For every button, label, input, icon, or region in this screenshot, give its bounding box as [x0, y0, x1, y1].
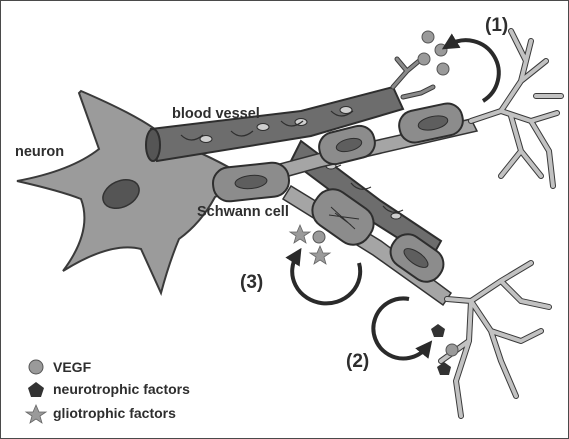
- vegf-particle: [436, 62, 450, 76]
- label-blood-vessel: blood vessel: [172, 106, 260, 122]
- vegf-particle: [445, 343, 459, 357]
- legend: VEGF neurotrophic factors gliotrophic fa…: [24, 359, 190, 424]
- vessel-opening: [145, 128, 161, 162]
- axon-lower: [281, 184, 453, 307]
- secretion-arrow-1: [441, 33, 501, 103]
- factors-group-3: [285, 223, 363, 306]
- legend-gliotrophic-star: [24, 403, 48, 424]
- growth-cone-upper: [468, 28, 564, 189]
- vegf-particle: [417, 52, 431, 66]
- neuron-nucleus: [102, 178, 140, 210]
- vegf-particle: [421, 30, 435, 44]
- legend-gliotrophic-label: gliotrophic factors: [53, 405, 176, 421]
- gliotrophic-particle: [288, 223, 312, 244]
- gliotrophic-particle: [308, 244, 332, 265]
- neurotrophic-particle: [431, 324, 445, 337]
- callout-3: (3): [240, 272, 263, 293]
- blood-vessel: [145, 56, 436, 163]
- neurotrophic-particle: [437, 362, 451, 375]
- callout-1: (1): [485, 15, 508, 36]
- vegf-particle: [434, 43, 448, 57]
- legend-neurotrophic-label: neurotrophic factors: [53, 381, 190, 397]
- legend-vegf-circle: [28, 359, 44, 375]
- axon-upper: [212, 102, 479, 203]
- vegf-particle: [312, 230, 326, 244]
- factors-group-1: [417, 30, 501, 103]
- growth-cone-lower: [438, 260, 552, 419]
- legend-neurotrophic-pentagon: [28, 382, 44, 397]
- legend-vegf-label: VEGF: [53, 359, 92, 375]
- factors-group-2: [371, 296, 459, 375]
- secretion-arrow-3: [285, 247, 363, 306]
- callout-2: (2): [346, 351, 369, 372]
- label-neuron: neuron: [15, 144, 64, 160]
- secretion-arrow-2: [371, 296, 433, 361]
- label-schwann-cell: Schwann cell: [197, 204, 289, 220]
